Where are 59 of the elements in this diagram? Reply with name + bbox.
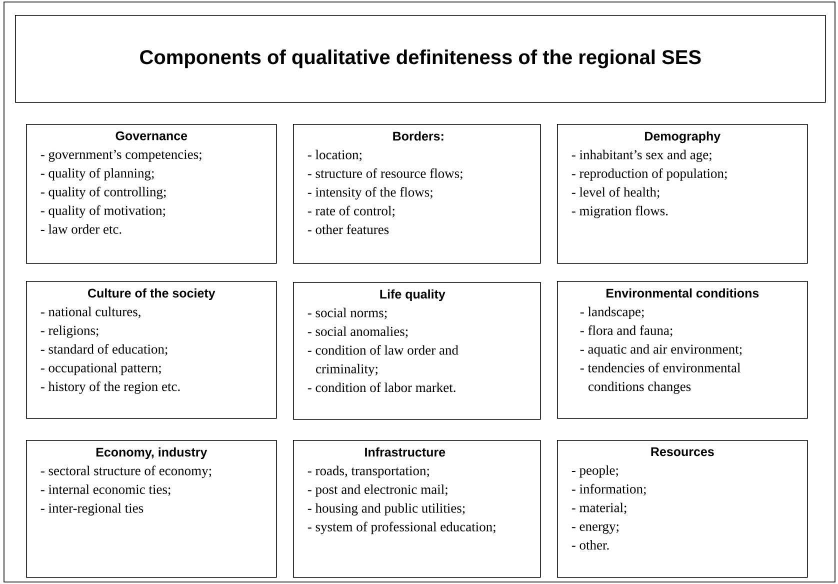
list-item: - quality of planning; [40, 168, 154, 180]
list-item: - aquatic and air environment; [580, 344, 742, 356]
title-text: Components of qualitative definiteness of the regional SES [140, 50, 701, 68]
category-box [26, 281, 277, 419]
list-item: - history of the region etc. [40, 381, 180, 394]
list-item: - internal economic ties; [40, 484, 170, 496]
list-item: - location; [308, 150, 362, 162]
box-heading: Governance [116, 131, 188, 140]
list-item: - material; [572, 502, 626, 514]
list-item: - occupational pattern; [40, 362, 161, 376]
list-item: - roads, transportation; [308, 466, 429, 478]
box-heading: Economy, industry [96, 447, 208, 460]
box-heading: Infrastructure [365, 447, 446, 457]
box-heading: Life quality [380, 289, 446, 302]
list-item: - information; [572, 484, 646, 496]
list-item: - inter-regional ties [40, 503, 144, 516]
box-heading: Resources [651, 447, 714, 456]
list-item: - religions; [40, 326, 98, 338]
list-item: - quality of motivation; [40, 205, 165, 218]
list-item: - law order etc. [40, 224, 122, 234]
category-box [26, 440, 277, 578]
list-item: - condition of law order and criminality; [308, 345, 458, 376]
list-item: - energy; [572, 524, 618, 534]
category-box [293, 282, 541, 420]
category-box [557, 124, 808, 264]
list-item: - government’s competencies; [40, 150, 202, 162]
title-box [15, 15, 826, 103]
list-item: - other features [308, 224, 389, 234]
box-heading: Environmental conditions [606, 288, 759, 298]
list-item: - level of health; [572, 187, 660, 199]
list-item: - structure of resource flows; [308, 168, 462, 180]
list-item: - tendencies of environmental conditions changes [580, 362, 740, 394]
list-item: - inhabitant’s sex and age; [572, 150, 712, 162]
list-item: - national cultures, [40, 306, 140, 318]
box-heading: Culture of the society [88, 288, 216, 300]
list-item: - intensity of the flows; [308, 187, 432, 200]
list-item: - landscape; [580, 306, 644, 320]
list-item: - migration flows. [572, 206, 668, 218]
category-box [557, 281, 808, 419]
list-item: - reproduction of population; [572, 168, 727, 181]
category-box [557, 440, 808, 578]
category-box [26, 124, 277, 264]
list-item: - post and electronic mail; [308, 484, 448, 497]
list-item: - condition of labor market. [308, 382, 456, 392]
list-item: - system of professional education; [308, 522, 496, 534]
list-item: - housing and public utilities; [308, 503, 465, 516]
list-item: - standard of education; [40, 344, 168, 356]
category-box [293, 440, 541, 578]
list-item: - social anomalies; [308, 326, 408, 338]
list-item: - other. [572, 540, 609, 550]
category-box [293, 124, 541, 264]
list-item: - flora and fauna; [580, 325, 672, 337]
list-item: - rate of control; [308, 206, 394, 218]
list-item: - sectoral structure of economy; [40, 466, 212, 478]
box-heading: Demography [645, 131, 721, 144]
box-heading: Borders: [393, 131, 444, 141]
list-item: - social norms; [308, 308, 387, 320]
list-item: - quality of controlling; [40, 186, 166, 200]
list-item: - people; [572, 465, 618, 478]
